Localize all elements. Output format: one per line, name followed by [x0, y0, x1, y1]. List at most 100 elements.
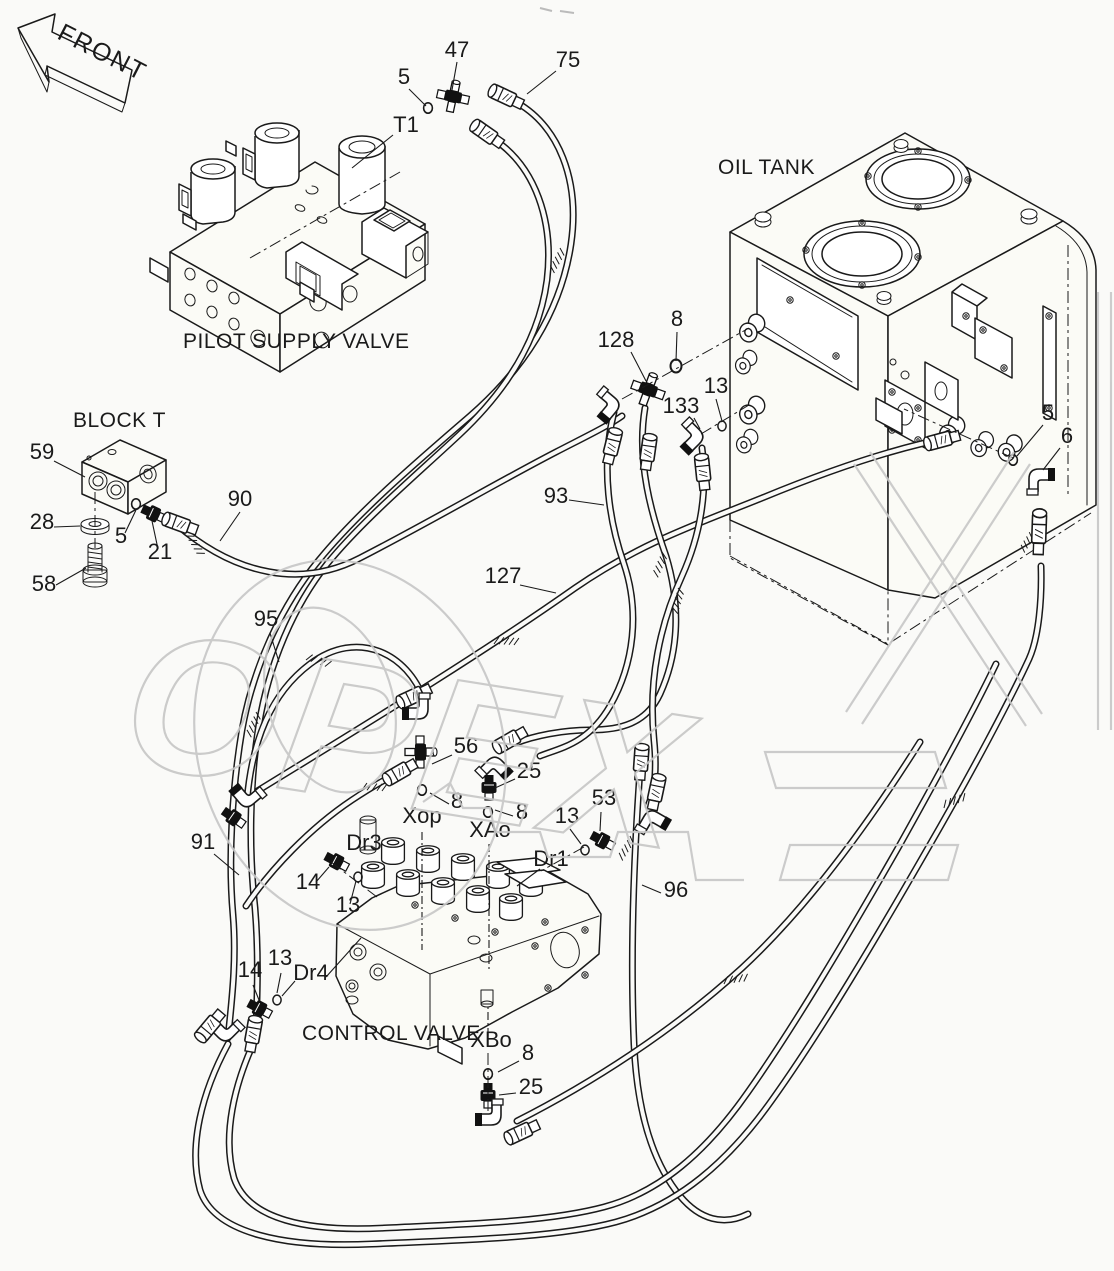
callout-8-xbo: 8: [522, 1040, 534, 1065]
axis-line-4: [330, 861, 378, 898]
tank-oval-flange: [924, 361, 959, 421]
leader-58: [55, 567, 87, 586]
callout-14-dr4: 14: [238, 957, 262, 982]
tank-box: [875, 397, 903, 435]
leader-13-53: [569, 828, 582, 845]
hose-end-90: [159, 510, 201, 538]
leader-dr4: [281, 980, 296, 997]
leader-5-block: [124, 509, 137, 534]
leader-5-tee: [408, 88, 427, 107]
extra-leader-0: [325, 937, 362, 978]
leader-t1: [351, 134, 394, 169]
pilot-supply-valve-title: PILOT SUPPLY VALVE: [183, 330, 410, 353]
callout-96: 96: [664, 877, 688, 902]
hose-end-93b: [600, 425, 625, 466]
callout-127: 127: [485, 563, 522, 588]
callout-8-xop: 8: [451, 788, 463, 813]
leader-6: [1042, 447, 1061, 471]
leader-8-xbo: [497, 1060, 520, 1073]
front-arrow: FRONT: [17, 13, 152, 113]
hose-end-75a: [485, 82, 527, 112]
axis-line-0: [621, 327, 750, 400]
callout-xao: XAo: [469, 817, 511, 842]
xbo-port-stud: [480, 989, 494, 1008]
leader-dr1: [516, 868, 541, 887]
callout-5-tank: 5: [1042, 400, 1054, 425]
callout-6: 6: [1061, 423, 1073, 448]
leader-47: [451, 61, 458, 91]
bolt-58: [82, 542, 108, 588]
callout-133: 133: [663, 393, 700, 418]
valve-bracket: [149, 257, 169, 283]
callout-xop: Xop: [402, 803, 441, 828]
control-valve: [335, 815, 602, 1065]
leader-8-xao: [494, 809, 514, 817]
tank-flange-rear: [864, 147, 972, 211]
callout-25-xao: 25: [517, 758, 541, 783]
callout-13-dr4: 13: [268, 945, 292, 970]
leader-133: [693, 417, 701, 430]
callout-56: 56: [454, 733, 478, 758]
tank-bar: [1042, 305, 1057, 421]
pilot-supply-valve: [149, 122, 429, 373]
leader-75: [526, 70, 557, 95]
leader-128: [630, 351, 647, 382]
leader-93: [568, 499, 605, 506]
leader-13-dr4: [276, 972, 282, 994]
tank-bungs: [754, 139, 1038, 305]
leader-13-133: [715, 398, 723, 422]
callout-53: 53: [592, 785, 616, 810]
hose-end-6: [1030, 507, 1048, 556]
callout-5-block: 5: [115, 523, 127, 548]
callout-90: 90: [228, 486, 252, 511]
axis-line-5: [540, 846, 585, 872]
oil-tank-title: OIL TANK: [718, 156, 815, 179]
axis-line-2: [903, 408, 1014, 459]
callout-dr4: Dr4: [293, 960, 328, 985]
leader-13-dr3: [349, 880, 357, 905]
hose-end-91b: [242, 1013, 264, 1054]
oring-13-133: [717, 420, 727, 432]
leader-90: [219, 511, 241, 542]
leader-21: [151, 520, 159, 550]
leader-56: [431, 754, 453, 765]
callout-128: 128: [598, 327, 635, 352]
leader-14-dr4: [252, 984, 260, 1001]
leader-96: [641, 884, 662, 894]
callout-xbo: XBo: [470, 1027, 512, 1052]
callout-58: 58: [32, 571, 56, 596]
axis-lines: [94, 171, 1069, 1112]
tank-flange-front: [802, 219, 922, 289]
callout-59: 59: [30, 439, 54, 464]
callout-91: 91: [191, 829, 215, 854]
callout-t1: T1: [393, 112, 419, 137]
faint-top-marks: [539, 7, 575, 14]
callout-47: 47: [445, 37, 469, 62]
callout-dr1: Dr1: [533, 846, 568, 871]
hose-end-75b: [467, 116, 507, 151]
oring-13-dr4: [272, 994, 282, 1006]
callout-dr3: Dr3: [346, 830, 381, 855]
solenoid-block-front: [285, 241, 359, 311]
leader-127: [519, 584, 557, 594]
leader-59: [53, 460, 86, 478]
callout-5-tee: 5: [398, 64, 410, 89]
callout-95: 95: [254, 606, 278, 631]
callout-13-53: 13: [555, 803, 579, 828]
solenoid-coil-2: [225, 122, 300, 189]
leader-28: [53, 525, 81, 528]
control-valve-title: CONTROL VALVE: [302, 1022, 481, 1045]
axis-line-7: [249, 171, 401, 259]
hose-end-133: [693, 452, 713, 492]
callout-13-dr3: 13: [336, 892, 360, 917]
callout-8-xao: 8: [516, 799, 528, 824]
leader-53: [599, 811, 602, 832]
leader-8-128: [675, 331, 678, 362]
callout-75: 75: [556, 47, 580, 72]
valve-tall-cap: [359, 815, 377, 855]
solenoid-coil-3: [338, 135, 386, 215]
leader-lines: [53, 61, 1061, 1096]
leader-25-xbo: [498, 1092, 517, 1096]
